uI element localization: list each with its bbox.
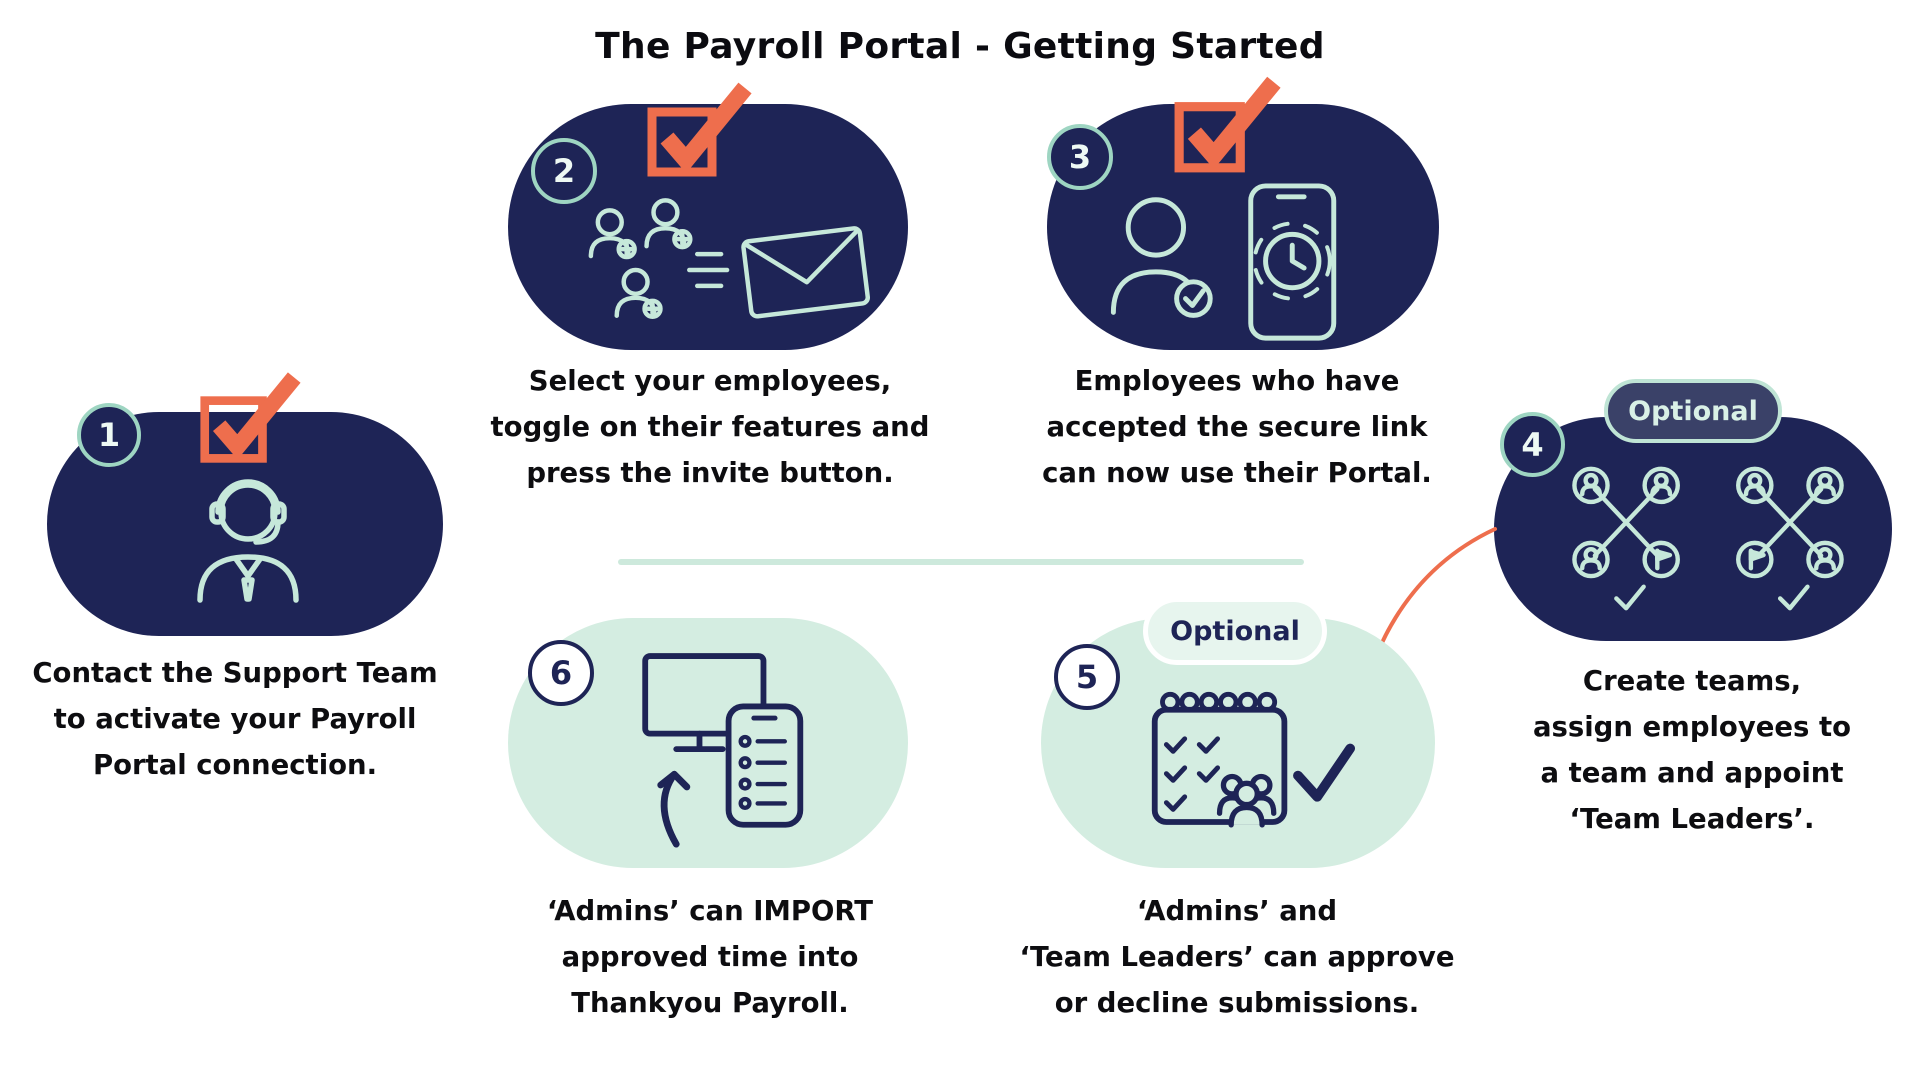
support-agent-icon [197,479,299,603]
caption-line: Contact the Support Team [32,657,438,689]
caption-line: toggle on their features and [490,411,930,443]
caption-line: press the invite button. [526,457,894,489]
step-1-caption: Contact the Support Team to activate you… [15,650,455,788]
checkbox-checked-icon [200,372,301,463]
team-clusters-icon [1572,466,1844,611]
caption-line: accepted the secure link [1046,411,1428,443]
page-title: The Payroll Portal - Getting Started [595,26,1325,67]
caption-line: ‘Team Leaders’. [1569,803,1815,835]
import-devices-icon [642,653,804,848]
step-1-number: 1 [77,403,141,467]
step-6-caption: ‘Admins’ can IMPORT approved time into T… [490,888,930,1026]
optional-badge: Optional [1604,379,1782,443]
step-6-number: 6 [528,640,594,706]
step-3-caption: Employees who have accepted the secure l… [1017,358,1457,496]
caption-line: assign employees to [1532,711,1852,743]
caption-line: to activate your Payroll [53,703,417,735]
caption-line: Select your employees, [528,365,892,397]
step-2-caption: Select your employees, toggle on their f… [490,358,930,496]
step-5-caption: ‘Admins’ and ‘Team Leaders’ can approve … [1017,888,1457,1026]
step-5-number: 5 [1054,644,1120,710]
caption-line: a team and appoint [1540,757,1844,789]
checkbox-checked-icon [647,82,752,177]
optional-badge: Optional [1143,597,1327,665]
caption-line: ‘Team Leaders’ can approve [1019,941,1455,973]
section-divider [618,559,1304,565]
caption-line: ‘Admins’ can IMPORT [546,895,874,927]
caption-line: Portal connection. [92,749,378,781]
employees-invite-icon [588,198,871,319]
caption-line: Thankyou Payroll. [571,987,849,1019]
step-2-number: 2 [531,138,597,204]
employee-accepted-phone-icon [1110,183,1337,341]
caption-line: Employees who have [1074,365,1400,397]
caption-line: ‘Admins’ and [1136,895,1338,927]
caption-line: or decline submissions. [1054,987,1420,1019]
step-3-number: 3 [1047,124,1113,190]
step-4-number: 4 [1500,412,1565,477]
checkbox-checked-icon [1174,76,1281,173]
caption-line: can now use their Portal. [1042,457,1432,489]
caption-line: approved time into [561,941,859,973]
caption-line: Create teams, [1582,665,1802,697]
approval-calendar-icon [1151,691,1355,828]
step-4-caption: Create teams, assign employees to a team… [1472,658,1912,842]
